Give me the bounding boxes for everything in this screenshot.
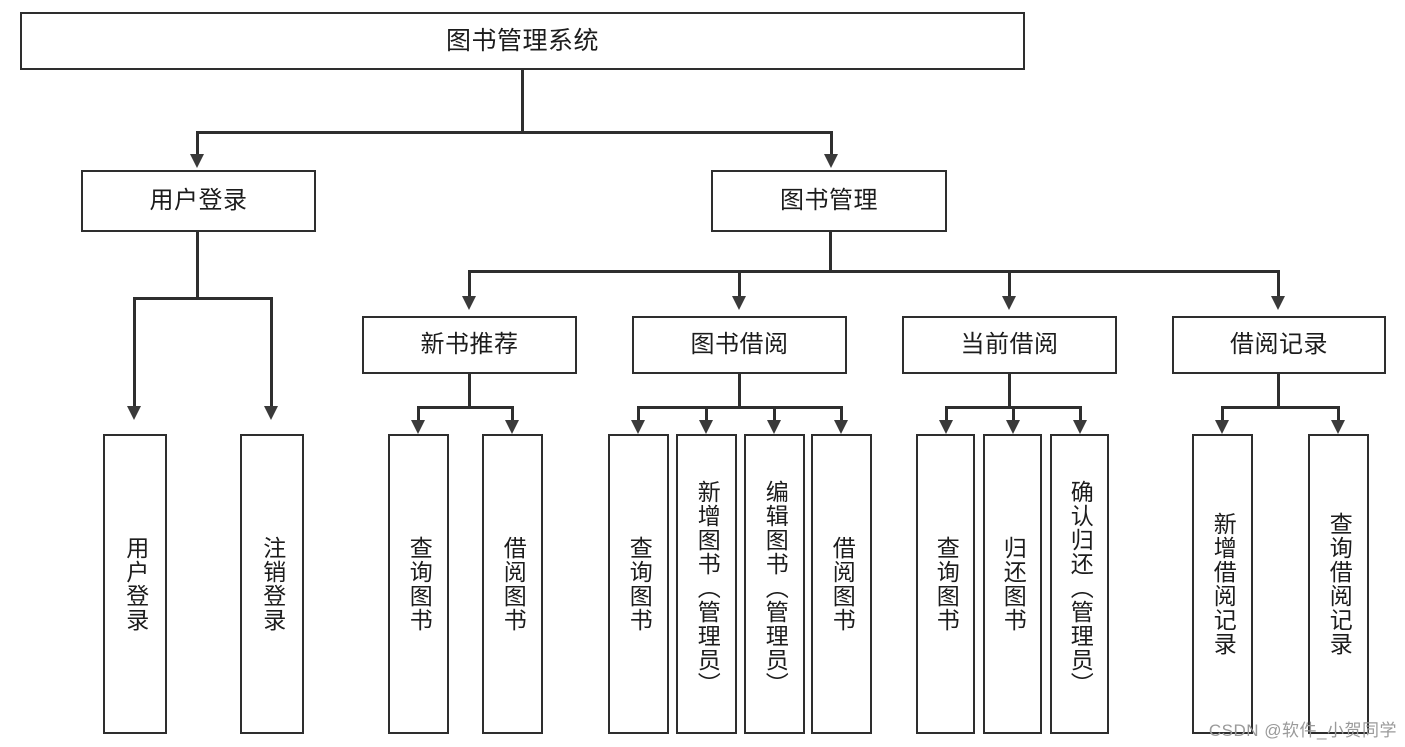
node-label: 图书借阅 xyxy=(690,330,789,358)
node-label: 借阅图书 xyxy=(829,536,856,632)
node-label: 查询图书 xyxy=(933,536,960,632)
leaf-confirm-return-admin[interactable]: 确认归还（管理员） xyxy=(1050,434,1109,734)
node-current-borrow[interactable]: 当前借阅 xyxy=(902,316,1117,374)
leaf-query-book-borrow[interactable]: 查询图书 xyxy=(608,434,669,734)
connector-drop-cb-3 xyxy=(1079,406,1082,423)
node-borrow-record[interactable]: 借阅记录 xyxy=(1172,316,1386,374)
connector-drop-new-book-rec xyxy=(468,270,471,299)
leaf-add-book-admin[interactable]: 新增图书（管理员） xyxy=(676,434,737,734)
connector-book-mgmt-stem xyxy=(829,232,832,272)
connector-drop-nbr-1 xyxy=(417,406,420,423)
arrowhead-borrow-record xyxy=(1271,296,1285,310)
node-label: 注销登录 xyxy=(259,536,286,632)
connector-drop-book-borrow xyxy=(738,270,741,299)
connector-br-stem xyxy=(1277,374,1280,408)
arrowhead-br-2 xyxy=(1331,420,1345,434)
connector-drop-cb-1 xyxy=(945,406,948,423)
node-label: 查询图书 xyxy=(406,536,433,632)
connector-drop-leaf-logout xyxy=(270,297,273,409)
connector-root-stem xyxy=(521,70,524,133)
connector-drop-bb-3 xyxy=(773,406,776,423)
node-label: 图书管理 xyxy=(780,186,878,214)
node-label: 当前借阅 xyxy=(960,330,1059,358)
leaf-query-book-recommend[interactable]: 查询图书 xyxy=(388,434,449,734)
connector-drop-bb-4 xyxy=(840,406,843,423)
connector-drop-br-2 xyxy=(1337,406,1340,423)
arrowhead-new-book-rec xyxy=(462,296,476,310)
connector-user-login-stem xyxy=(196,232,199,299)
connector-bb-stem xyxy=(738,374,741,408)
arrowhead-br-1 xyxy=(1215,420,1229,434)
node-label: 确认归还（管理员） xyxy=(1067,480,1094,696)
arrowhead-bb-1 xyxy=(631,420,645,434)
node-label: 新增图书（管理员） xyxy=(694,480,721,696)
node-label: 新书推荐 xyxy=(420,330,519,358)
arrowhead-nbr-1 xyxy=(411,420,425,434)
leaf-query-book-current[interactable]: 查询图书 xyxy=(916,434,975,734)
connector-level3-bus xyxy=(468,270,1280,273)
connector-drop-user-login xyxy=(196,131,199,157)
node-book-borrow[interactable]: 图书借阅 xyxy=(632,316,847,374)
node-label: 归还图书 xyxy=(1000,536,1027,632)
node-book-management[interactable]: 图书管理 xyxy=(711,170,947,232)
connector-drop-bb-1 xyxy=(637,406,640,423)
leaf-add-borrow-record[interactable]: 新增借阅记录 xyxy=(1192,434,1253,734)
node-new-book-recommend[interactable]: 新书推荐 xyxy=(362,316,577,374)
arrowhead-bb-3 xyxy=(767,420,781,434)
node-user-login[interactable]: 用户登录 xyxy=(81,170,316,232)
node-book-management-system[interactable]: 图书管理系统 xyxy=(20,12,1025,70)
connector-drop-borrow-record xyxy=(1277,270,1280,299)
leaf-query-borrow-record[interactable]: 查询借阅记录 xyxy=(1308,434,1369,734)
connector-bb-bus xyxy=(637,406,843,409)
connector-nbr-bus xyxy=(417,406,514,409)
node-label: 借阅记录 xyxy=(1230,330,1328,358)
connector-drop-leaf-user-login xyxy=(133,297,136,409)
connector-drop-bb-2 xyxy=(705,406,708,423)
node-label: 图书管理系统 xyxy=(445,27,599,55)
connector-drop-nbr-2 xyxy=(511,406,514,423)
leaf-user-login[interactable]: 用户登录 xyxy=(103,434,167,734)
watermark: CSDN @软件_小贺同学 xyxy=(1208,721,1397,740)
connector-drop-current-borrow xyxy=(1008,270,1011,299)
arrowhead-book-mgmt xyxy=(824,154,838,168)
arrowhead-user-login xyxy=(190,154,204,168)
leaf-return-book[interactable]: 归还图书 xyxy=(983,434,1042,734)
node-label: 用户登录 xyxy=(149,186,248,214)
node-label: 借阅图书 xyxy=(500,536,527,632)
node-label: 查询借阅记录 xyxy=(1326,512,1353,656)
connector-cb-stem xyxy=(1008,374,1011,408)
connector-drop-cb-2 xyxy=(1012,406,1015,423)
connector-drop-br-1 xyxy=(1221,406,1224,423)
arrowhead-bb-2 xyxy=(699,420,713,434)
arrowhead-cb-2 xyxy=(1006,420,1020,434)
arrowhead-leaf-logout xyxy=(264,406,278,420)
arrowhead-book-borrow xyxy=(732,296,746,310)
leaf-borrow-book-recommend[interactable]: 借阅图书 xyxy=(482,434,543,734)
arrowhead-leaf-user-login xyxy=(127,406,141,420)
arrowhead-bb-4 xyxy=(834,420,848,434)
connector-user-login-bus xyxy=(133,297,273,300)
node-label: 用户登录 xyxy=(122,536,149,632)
node-label: 编辑图书（管理员） xyxy=(762,480,789,696)
arrowhead-current-borrow xyxy=(1002,296,1016,310)
connector-drop-book-mgmt xyxy=(830,131,833,157)
leaf-edit-book-admin[interactable]: 编辑图书（管理员） xyxy=(744,434,805,734)
node-label: 新增借阅记录 xyxy=(1210,512,1237,656)
arrowhead-nbr-2 xyxy=(505,420,519,434)
connector-level2-bus xyxy=(196,131,833,134)
arrowhead-cb-1 xyxy=(939,420,953,434)
connector-br-bus xyxy=(1221,406,1339,409)
leaf-borrow-book-borrow[interactable]: 借阅图书 xyxy=(811,434,872,734)
node-label: 查询图书 xyxy=(626,536,653,632)
connector-nbr-stem xyxy=(468,374,471,408)
arrowhead-cb-3 xyxy=(1073,420,1087,434)
leaf-logout[interactable]: 注销登录 xyxy=(240,434,304,734)
